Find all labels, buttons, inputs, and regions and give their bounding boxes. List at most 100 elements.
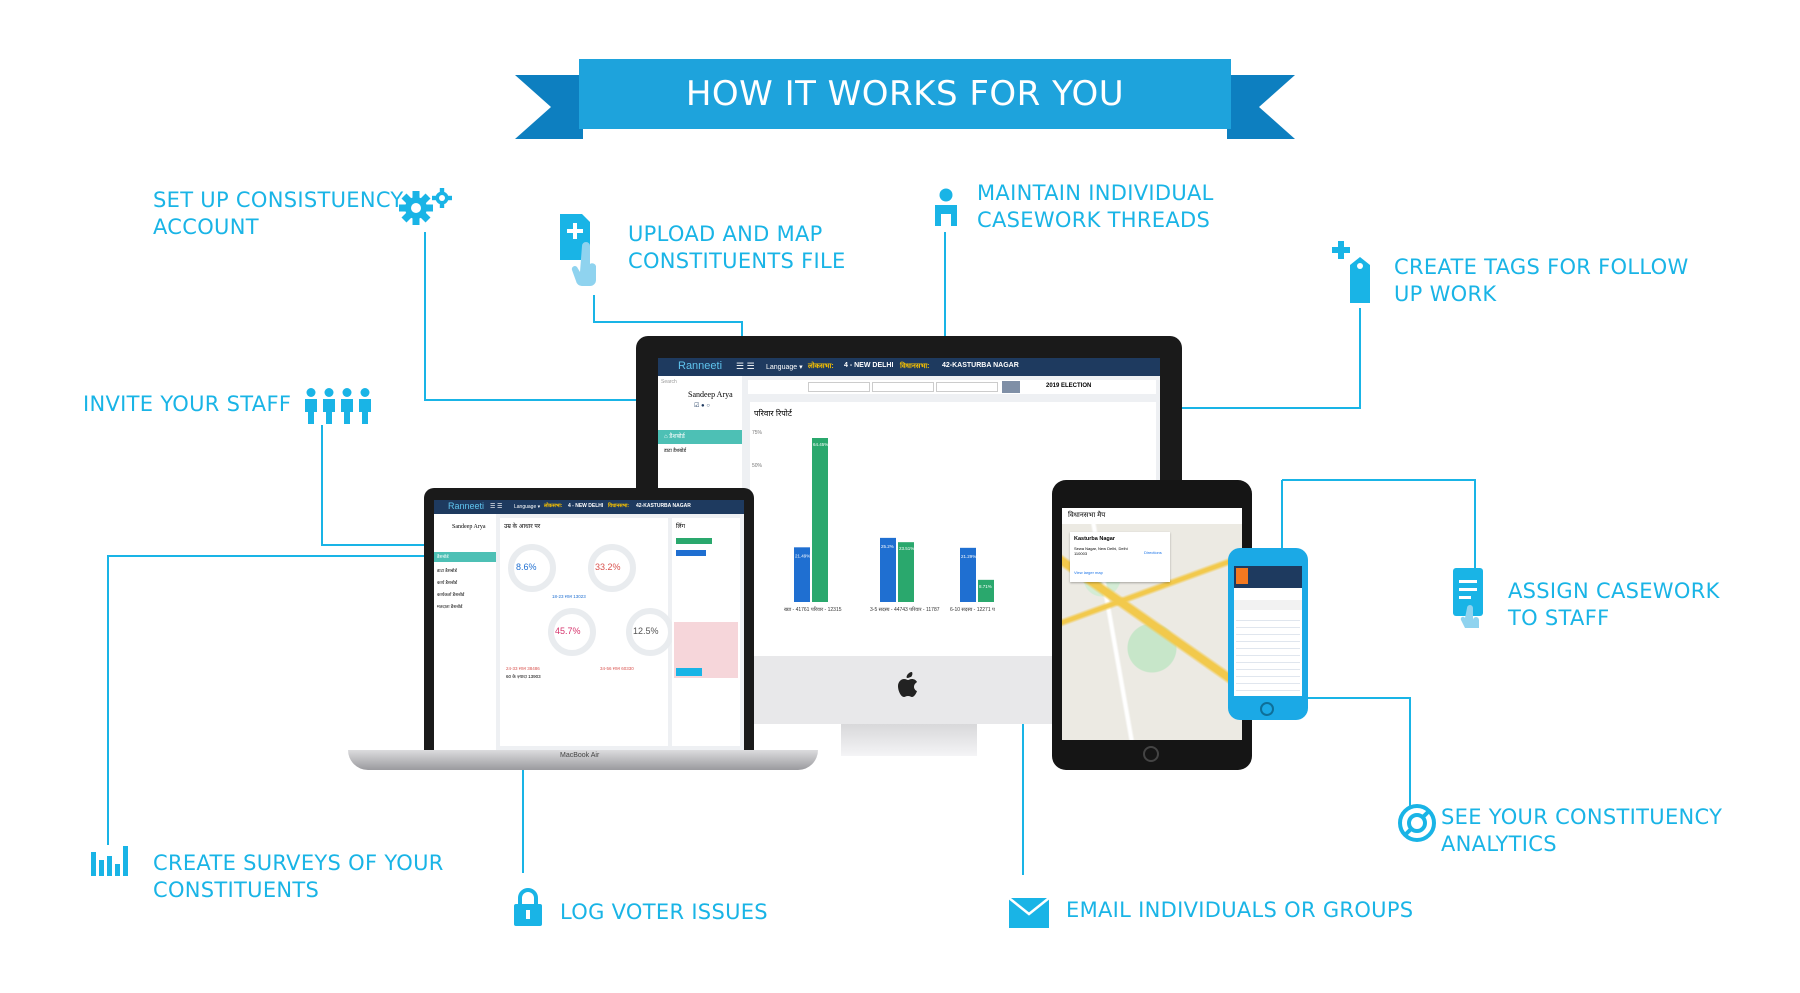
bar-data-label: 8.71% — [979, 584, 992, 589]
lok-label: लोकसभा: — [808, 363, 834, 370]
phone-screen — [1234, 566, 1302, 696]
apple-logo-icon — [896, 672, 922, 700]
donut-chart: 33.2% — [588, 544, 636, 592]
language-dropdown[interactable]: Language ▾ — [766, 364, 803, 371]
tablet-screen: विधानसभा मैप Kasturba Nagar Sewa Nagar, … — [1062, 508, 1242, 740]
laptop-base — [348, 750, 818, 770]
laptop-device: MacBook Air Ranneeti ☰ ☰ Language ▾ लोकस… — [348, 488, 818, 778]
sidebar-item-dashboard[interactable]: डैशबोर्ड — [434, 552, 496, 562]
x-tick-label: 6-10 सदस्य - 12271 प — [950, 607, 995, 613]
chart-bar[interactable] — [898, 542, 914, 602]
header-banner: HOW IT WORKS FOR YOU — [515, 55, 1295, 145]
user-name: Sandeep Arya — [452, 524, 486, 530]
donut-caption: 18-23 साल 13023 — [552, 594, 586, 599]
age-panel: उम्र के आधार पर 8.6% 33.2% 18-23 साल 130… — [500, 518, 674, 746]
feature-create-tags: CREATE TAGS FOR FOLLOW UP WORK — [1394, 255, 1689, 306]
user-icons[interactable]: ☑ ● ○ — [694, 403, 710, 409]
feature-see-analytics: SEE YOUR CONSTITUENCY ANALYTICS — [1441, 805, 1723, 856]
imac-logo[interactable]: Ranneeti — [678, 360, 723, 372]
progress-bar — [676, 538, 712, 544]
phone-device — [1228, 548, 1308, 720]
analytics-icon — [1398, 804, 1436, 842]
user-name: Sandeep Arya — [688, 390, 733, 399]
search-input[interactable]: Search — [661, 379, 677, 385]
tablet-device: विधानसभा मैप Kasturba Nagar Sewa Nagar, … — [1052, 480, 1252, 770]
upload-file-icon — [560, 214, 602, 286]
filter-field[interactable] — [872, 382, 934, 392]
lock-icon — [514, 888, 542, 926]
vidhan-label: विधानसभा: — [608, 503, 630, 509]
election-label: 2019 ELECTION — [1046, 383, 1092, 389]
user-icon — [933, 188, 959, 226]
assign-icon — [1453, 568, 1487, 628]
action-button[interactable] — [676, 668, 702, 676]
laptop-screen: Ranneeti ☰ ☰ Language ▾ लोकसभा: 4 - NEW … — [434, 500, 744, 750]
tablet-title: विधानसभा मैप — [1068, 512, 1106, 519]
menu-icon[interactable]: ☰ ☰ — [490, 504, 503, 510]
bar-chart-icon — [91, 844, 131, 876]
chart-bar[interactable] — [960, 547, 976, 602]
home-button[interactable] — [1143, 746, 1159, 762]
home-button[interactable] — [1260, 702, 1274, 716]
filter-button[interactable] — [1002, 381, 1020, 393]
bar-data-label: 23.51% — [899, 546, 914, 551]
directions-link[interactable]: Directions — [1144, 550, 1162, 555]
phone-accent — [1236, 568, 1248, 584]
lok-value: 4 - NEW DELHI — [568, 503, 604, 509]
place-address: Sewa Nagar, New Delhi, Delhi 110003 — [1074, 546, 1128, 556]
feature-invite-staff: INVITE YOUR STAFF — [83, 392, 292, 416]
feature-create-surveys: CREATE SURVEYS OF YOUR CONSTITUENTS — [153, 851, 444, 902]
x-tick-label: 3-5 सदस्य - 44743 परिवार - 11787 — [870, 606, 940, 613]
laptop-brand: MacBook Air — [560, 752, 600, 759]
vidhan-value: 42-KASTURBA NAGAR — [636, 503, 691, 509]
chart-bar[interactable] — [978, 579, 994, 602]
progress-bar — [676, 550, 706, 556]
donut-chart: 12.5% — [626, 608, 674, 656]
gears-icon — [398, 186, 454, 228]
feature-casework-threads: MAINTAIN INDIVIDUAL CASEWORK THREADS — [977, 181, 1214, 232]
chart-bar[interactable] — [880, 537, 896, 602]
imac-navbar: Ranneeti ☰ ☰ Language ▾ लोकसभा: 4 - NEW … — [658, 358, 1160, 376]
laptop-logo[interactable]: Ranneeti — [448, 501, 485, 511]
feature-setup-account: SET UP CONSISTUENCY ACCOUNT — [153, 188, 404, 239]
sidebar-item-sub[interactable]: डाटा डैशबोर्ड — [664, 448, 687, 454]
report-title: परिवार रिपोर्ट — [754, 409, 792, 418]
phone-list — [1236, 614, 1300, 692]
phone-header — [1234, 566, 1302, 588]
place-name: Kasturba Nagar — [1074, 536, 1115, 542]
bar-data-label: 25.2% — [881, 544, 894, 549]
y-tick-label: 50% — [752, 463, 763, 469]
x-tick-label: ख्या - 41761 परिवार - 12315 — [784, 606, 842, 613]
vidhan-label: विधानसभा: — [900, 363, 930, 370]
menu-icon[interactable]: ☰ ☰ — [736, 361, 755, 371]
laptop-navbar: Ranneeti ☰ ☰ Language ▾ लोकसभा: 4 - NEW … — [434, 500, 744, 514]
email-icon — [1009, 898, 1049, 928]
sidebar-item[interactable]: कार्य डैशबोर्ड — [437, 580, 458, 585]
bar-chart: 75%50%21.49%64.45%ख्या - 41761 परिवार - … — [752, 430, 995, 613]
filter-field[interactable] — [936, 382, 998, 392]
view-larger-link[interactable]: View larger map — [1074, 570, 1103, 575]
chart-bar[interactable] — [812, 438, 828, 602]
donut-caption: 24-33 साल 38486 — [506, 666, 540, 671]
feature-upload-map: UPLOAD AND MAP CONSTITUENTS FILE — [628, 222, 846, 273]
tablet-header: विधानसभा मैप — [1062, 508, 1242, 524]
gender-panel: लिंग — [672, 518, 740, 746]
imac-filterbar: 2019 ELECTION — [748, 380, 1156, 394]
bar-data-label: 64.45% — [813, 442, 828, 447]
sidebar-item[interactable]: मतदाता डैशबोर्ड — [437, 604, 463, 609]
sidebar-item-dashboard[interactable]: ⌂ डैशबोर्ड — [658, 430, 742, 444]
map-area[interactable] — [1062, 508, 1242, 740]
filter-field[interactable] — [808, 382, 870, 392]
sidebar-item[interactable]: कार्यकर्ता डैशबोर्ड — [437, 592, 465, 597]
bar-data-label: 21.29% — [961, 554, 976, 559]
feature-assign-casework: ASSIGN CASEWORK TO STAFF — [1508, 579, 1720, 630]
chart-bar[interactable] — [794, 547, 810, 602]
banner-title: HOW IT WORKS FOR YOU — [685, 74, 1125, 114]
panel-title: उम्र के आधार पर — [504, 524, 541, 530]
add-tag-icon — [1332, 241, 1376, 303]
phone-tabs[interactable] — [1234, 600, 1302, 610]
sidebar-item[interactable]: डाटा डैशबोर्ड — [437, 568, 457, 573]
lok-value: 4 - NEW DELHI — [844, 362, 894, 369]
language-dropdown[interactable]: Language ▾ — [514, 504, 541, 510]
